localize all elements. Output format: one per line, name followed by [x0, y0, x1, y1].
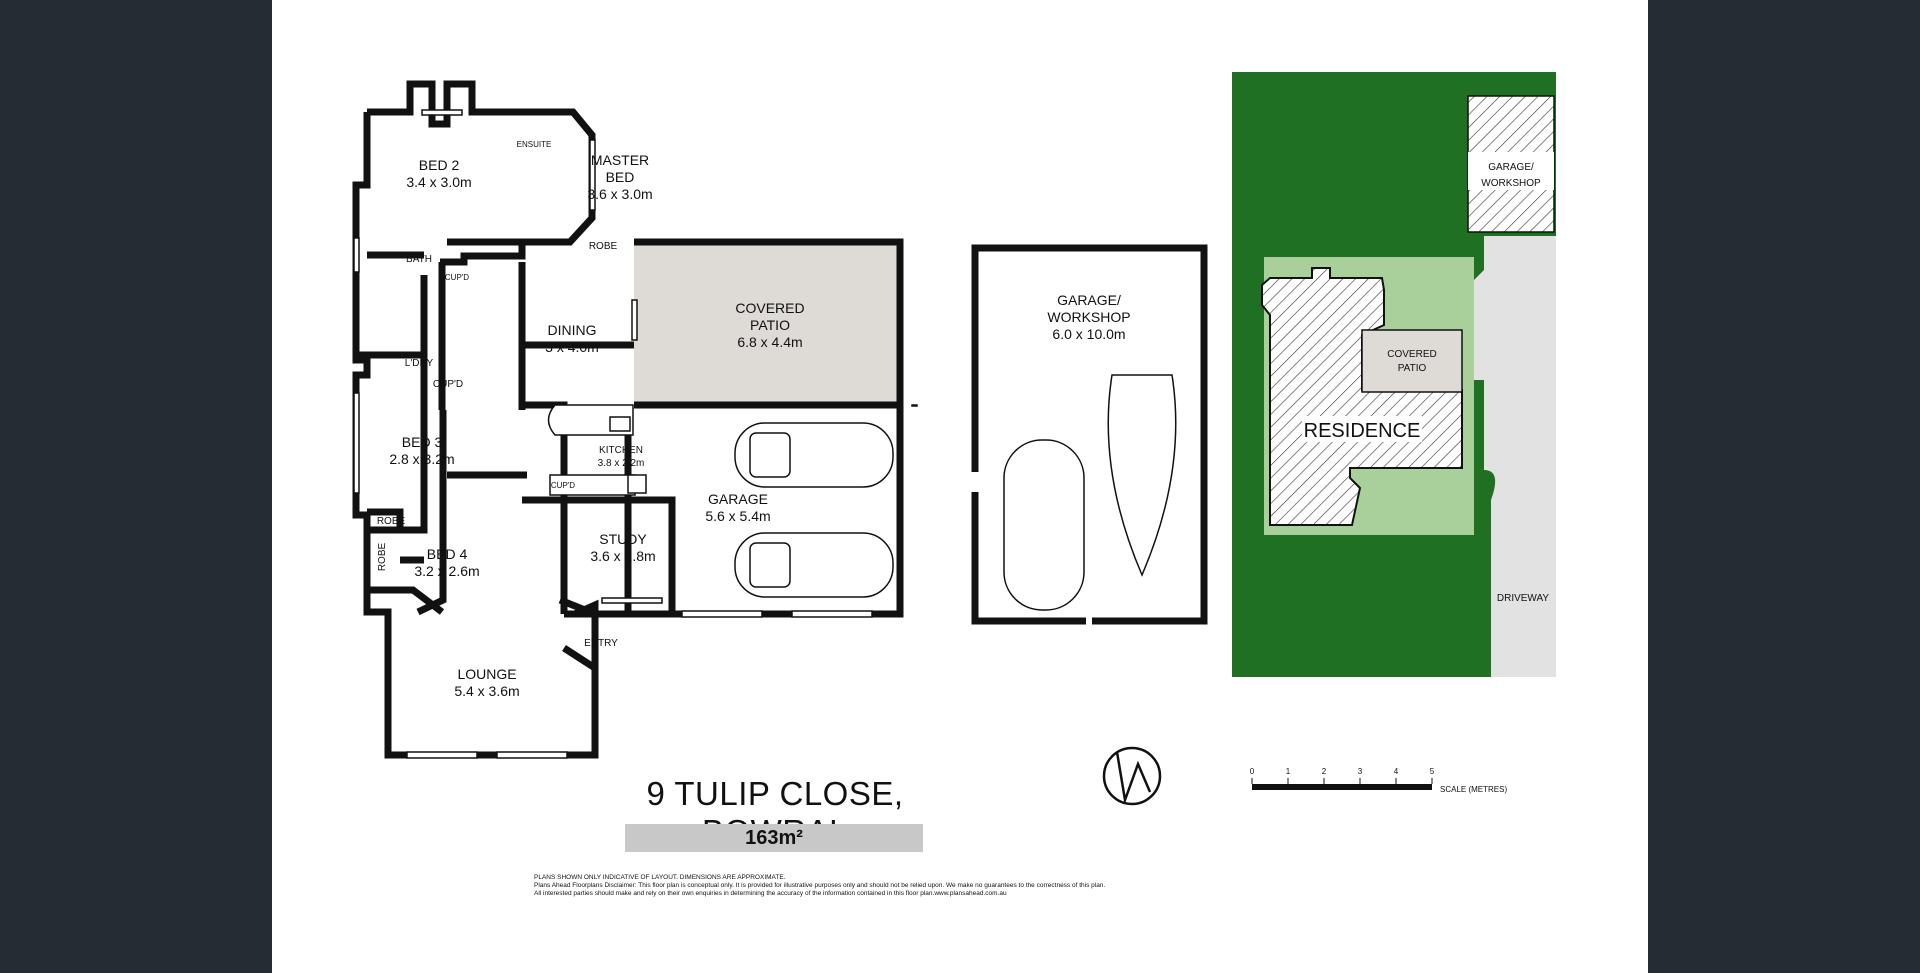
room-name-master-1: MASTER	[591, 152, 649, 168]
scale-tick-4: 4	[1394, 767, 1399, 776]
scale-tick-2: 2	[1322, 767, 1327, 776]
room-name-robe-bed4: ROBE	[377, 543, 388, 572]
room-name-patio-1: COVERED	[735, 300, 804, 316]
room-size-bed3: 2.8 x 3.2m	[389, 451, 454, 467]
windows	[353, 109, 918, 759]
site-plan: GARAGE/ WORKSHOP COVERED PATIO RESIDENCE…	[1232, 72, 1556, 677]
site-patio-label-2: PATIO	[1398, 363, 1427, 374]
room-name-patio-2: PATIO	[750, 317, 790, 333]
room-name-robe-master: ROBE	[589, 241, 618, 252]
scale-bar: 0 1 2 3 4 5 SCALE (METRES)	[1250, 767, 1508, 794]
room-size-master: 3.6 x 3.0m	[587, 186, 652, 202]
workshop-floor-plan: GARAGE/ WORKSHOP 6.0 x 10.0m	[971, 244, 1208, 625]
disclaimer-line-3: All interested parties should make and r…	[534, 890, 1007, 897]
room-size-kitchen: 3.8 x 2.2m	[598, 458, 645, 469]
site-driveway	[1464, 236, 1556, 677]
covered-patio-area	[634, 242, 900, 405]
scale-tick-5: 5	[1430, 767, 1435, 776]
room-size-dining: 3 x 4.0m	[545, 339, 599, 355]
room-name-cupd-ldry: CUP'D	[433, 379, 463, 390]
workshop-name-1: GARAGE/	[1057, 292, 1121, 308]
disclaimer-line-2: Plans Ahead Floorplans Disclaimer: This …	[534, 882, 1106, 889]
room-name-kitchen: KITCHEN	[599, 445, 643, 456]
room-size-garage: 5.6 x 5.4m	[705, 508, 770, 524]
floor-plan-drawing: BED 2 3.4 x 3.0m MASTER BED 3.6 x 3.0m E…	[352, 72, 1556, 806]
kitchen-benches	[547, 404, 647, 496]
room-name-bath: BATH	[406, 254, 432, 265]
room-size-lounge: 5.4 x 3.6m	[454, 683, 519, 699]
room-name-robe-bed3: ROBE	[377, 516, 406, 527]
room-size-bed2: 3.4 x 3.0m	[406, 174, 471, 190]
workshop-car	[1003, 439, 1085, 611]
room-name-cupd-kitchen: CUP'D	[551, 481, 575, 490]
disclaimer-line-1: PLANS SHOWN ONLY INDICATIVE OF LAYOUT. D…	[534, 874, 786, 881]
room-name-bed3: BED 3	[402, 434, 443, 450]
room-name-study: STUDY	[599, 531, 647, 547]
site-patio-label-1: COVERED	[1387, 349, 1436, 360]
floor-area-badge: 163m²	[625, 824, 923, 852]
site-garage-label-2: WORKSHOP	[1481, 178, 1541, 189]
site-garage-label-1: GARAGE/	[1488, 162, 1534, 173]
house-floor-plan	[352, 80, 918, 759]
garage-cars	[734, 422, 894, 598]
room-labels: BED 2 3.4 x 3.0m MASTER BED 3.6 x 3.0m E…	[377, 140, 805, 699]
room-name-bed2: BED 2	[419, 157, 460, 173]
room-name-ensuite: ENSUITE	[517, 140, 552, 149]
scale-label: SCALE (METRES)	[1440, 785, 1507, 794]
room-name-garage: GARAGE	[708, 491, 768, 507]
room-name-master-2: BED	[606, 169, 635, 185]
workshop-size: 6.0 x 10.0m	[1052, 326, 1125, 342]
workshop-name-2: WORKSHOP	[1047, 309, 1130, 325]
room-name-lounge: LOUNGE	[457, 666, 516, 682]
room-size-study: 3.6 x 2.8m	[590, 548, 655, 564]
site-residence-label: RESIDENCE	[1304, 420, 1421, 442]
scale-tick-3: 3	[1358, 767, 1363, 776]
room-name-dining: DINING	[548, 322, 597, 338]
room-size-bed4: 3.2 x 2.6m	[414, 563, 479, 579]
room-name-entry: ENTRY	[584, 638, 618, 649]
room-name-bed4: BED 4	[427, 546, 468, 562]
site-driveway-label: DRIVEWAY	[1497, 593, 1550, 604]
room-size-patio: 6.8 x 4.4m	[737, 334, 802, 350]
scale-tick-0: 0	[1250, 767, 1255, 776]
disclaimer-text: PLANS SHOWN ONLY INDICATIVE OF LAYOUT. D…	[534, 874, 1154, 898]
floor-plan-sheet: BED 2 3.4 x 3.0m MASTER BED 3.6 x 3.0m E…	[272, 0, 1648, 973]
room-name-cupd-bath: CUP'D	[445, 273, 469, 282]
room-name-ldry: L'DRY	[405, 358, 434, 369]
scale-tick-1: 1	[1286, 767, 1291, 776]
workshop-boat	[1107, 374, 1177, 577]
site-covered-patio	[1361, 329, 1463, 393]
north-arrow-icon	[1102, 746, 1162, 806]
